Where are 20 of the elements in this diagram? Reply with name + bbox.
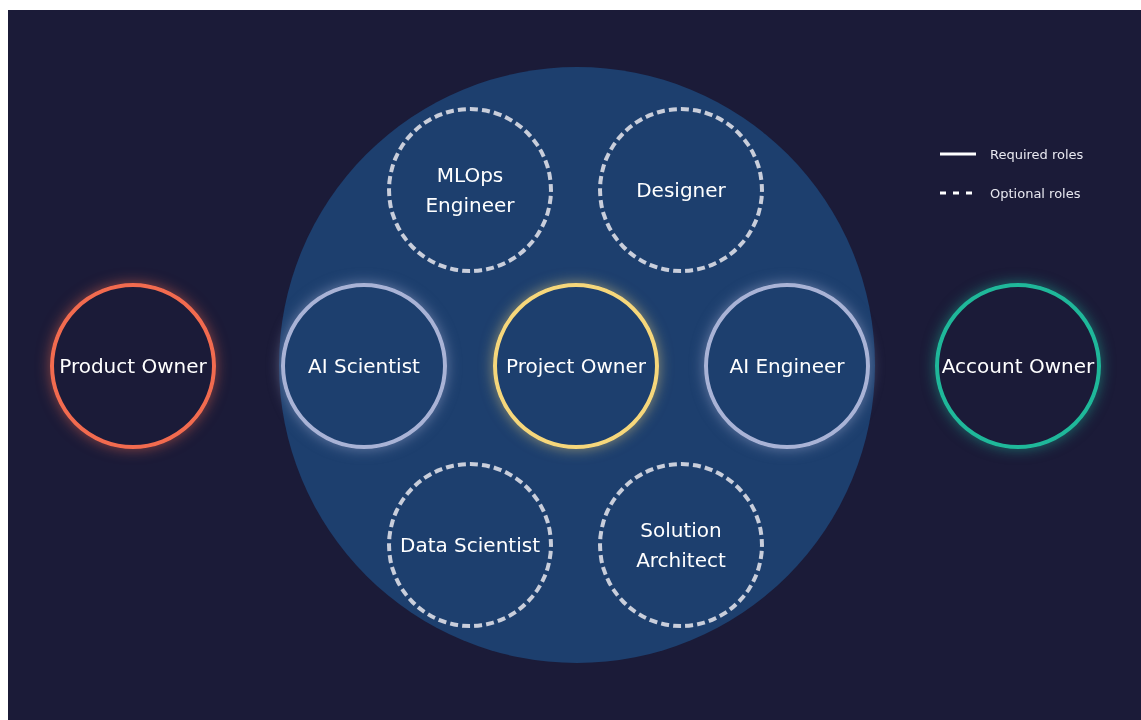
role-label: MLOps Engineer bbox=[424, 162, 516, 219]
role-label: Data Scientist bbox=[400, 532, 540, 559]
legend-label: Required roles bbox=[990, 146, 1084, 162]
required-role-circle bbox=[50, 283, 216, 449]
role-label: Product Owner bbox=[59, 353, 207, 380]
required-role-circle bbox=[935, 283, 1101, 449]
role-label: AI Engineer bbox=[729, 353, 845, 380]
role-label: AI Scientist bbox=[308, 353, 420, 380]
required-role-circle bbox=[704, 283, 870, 449]
role-label: Designer bbox=[636, 177, 726, 204]
required-role-circle bbox=[281, 283, 447, 449]
required-role-circle bbox=[493, 283, 659, 449]
legend-label: Optional roles bbox=[990, 185, 1081, 201]
optional-role-circle bbox=[387, 462, 553, 628]
role-label: Solution Architect bbox=[635, 517, 727, 574]
optional-role-circle bbox=[387, 107, 553, 273]
role-label: Account Owner bbox=[941, 353, 1095, 380]
role-label: Project Owner bbox=[505, 353, 647, 380]
optional-role-circle bbox=[598, 462, 764, 628]
optional-role-circle bbox=[598, 107, 764, 273]
